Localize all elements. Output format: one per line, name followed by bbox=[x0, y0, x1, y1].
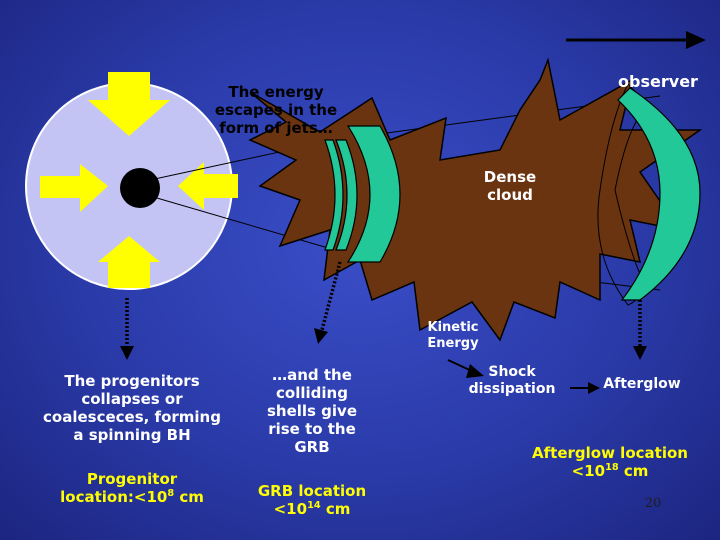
dotted-arrowhead-afterglow bbox=[633, 346, 647, 360]
grb-location-exponent: 14 bbox=[307, 500, 321, 511]
jet-cone-lower bbox=[149, 195, 336, 251]
collapse-arrow-bottom bbox=[98, 236, 160, 288]
afterglow-location-exponent: 18 bbox=[605, 462, 619, 473]
progenitor-location-unit: cm bbox=[174, 488, 204, 506]
afterglow-label: Afterglow bbox=[603, 376, 681, 392]
black-hole bbox=[120, 168, 160, 208]
progenitor-location-label: Progenitor location:<108 cm bbox=[50, 470, 214, 506]
dotted-arrowhead-progenitor bbox=[120, 346, 134, 360]
shock-dissipation-label: Shock dissipation bbox=[468, 364, 556, 397]
kinetic-energy-label: Kinetic Energy bbox=[427, 320, 479, 351]
collapse-arrow-left bbox=[40, 164, 108, 212]
kinetic-to-shock-arrow-head bbox=[466, 364, 484, 378]
grb-location-label: GRB location<1014 cm bbox=[244, 482, 380, 518]
observer-label: observer bbox=[618, 72, 698, 91]
afterglow-location-label: Afterglow location<1018 cm bbox=[522, 444, 698, 480]
energy-jets-label: The energy escapes in the form of jets… bbox=[214, 83, 338, 137]
shock-to-afterglow-arrow-head bbox=[588, 382, 600, 394]
colliding-shells-label: …and the colliding shells give rise to t… bbox=[266, 366, 358, 456]
dense-cloud-label: Dense cloud bbox=[483, 168, 537, 204]
afterglow-location-unit: cm bbox=[618, 462, 649, 480]
observer-arrow-head bbox=[686, 31, 706, 49]
jet-shell-2 bbox=[335, 139, 358, 251]
grb-location-prefix: <10 bbox=[273, 500, 308, 518]
grb-location-line1: GRB location bbox=[257, 482, 367, 500]
progenitor-location-prefix: Progenitor location:<10 bbox=[60, 470, 178, 506]
afterglow-location-line1: Afterglow location bbox=[532, 444, 688, 462]
grb-location-unit: cm bbox=[320, 500, 351, 518]
page-number: 20 bbox=[644, 496, 662, 511]
afterglow-location-prefix: <10 bbox=[571, 462, 606, 480]
progenitor-location-exponent: 8 bbox=[167, 488, 175, 499]
progenitors-label: The progenitors collapses or coalesceces… bbox=[43, 372, 221, 444]
dotted-arrowhead-shells bbox=[314, 328, 328, 344]
collapse-arrow-right bbox=[178, 162, 238, 210]
jet-shell-1 bbox=[324, 139, 344, 251]
jet-shell-3 bbox=[346, 125, 401, 263]
collapse-arrow-top bbox=[88, 72, 170, 136]
